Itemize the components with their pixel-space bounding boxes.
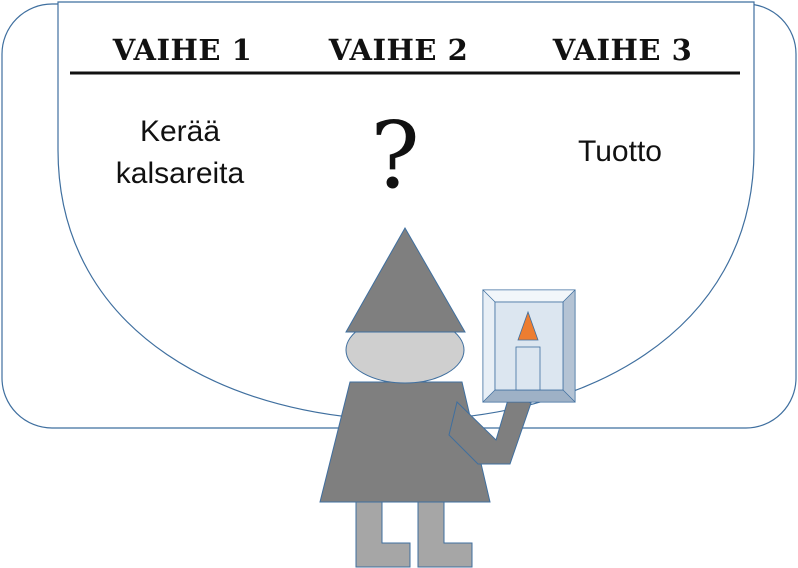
house-roof	[517, 310, 539, 341]
gnome-figure	[319, 226, 532, 568]
phase-1-text-line-2: kalsareita	[115, 157, 245, 190]
phase-1-heading: VAIHE 1	[112, 33, 253, 67]
phase-1-text-line-1: Kerää	[139, 115, 221, 148]
phase-3-text: Tuotto	[578, 135, 662, 168]
gnome-hat	[345, 226, 466, 333]
gnome-arm	[448, 392, 532, 465]
house-wall	[515, 346, 541, 391]
gnome-right-leg	[417, 499, 473, 568]
frame-bevel-top	[482, 289, 576, 303]
framed-house-picture	[482, 289, 576, 403]
frame-bevel-bottom	[482, 389, 576, 403]
phase-2-question-mark: ?	[370, 102, 420, 209]
frame-bevel-right	[562, 289, 576, 403]
gnome-body	[319, 381, 491, 503]
frame-bevel-left	[482, 289, 496, 403]
phase-2-heading: VAIHE 2	[328, 33, 469, 67]
gnome-left-leg	[355, 499, 411, 568]
phase-3-heading: VAIHE 3	[552, 33, 693, 67]
